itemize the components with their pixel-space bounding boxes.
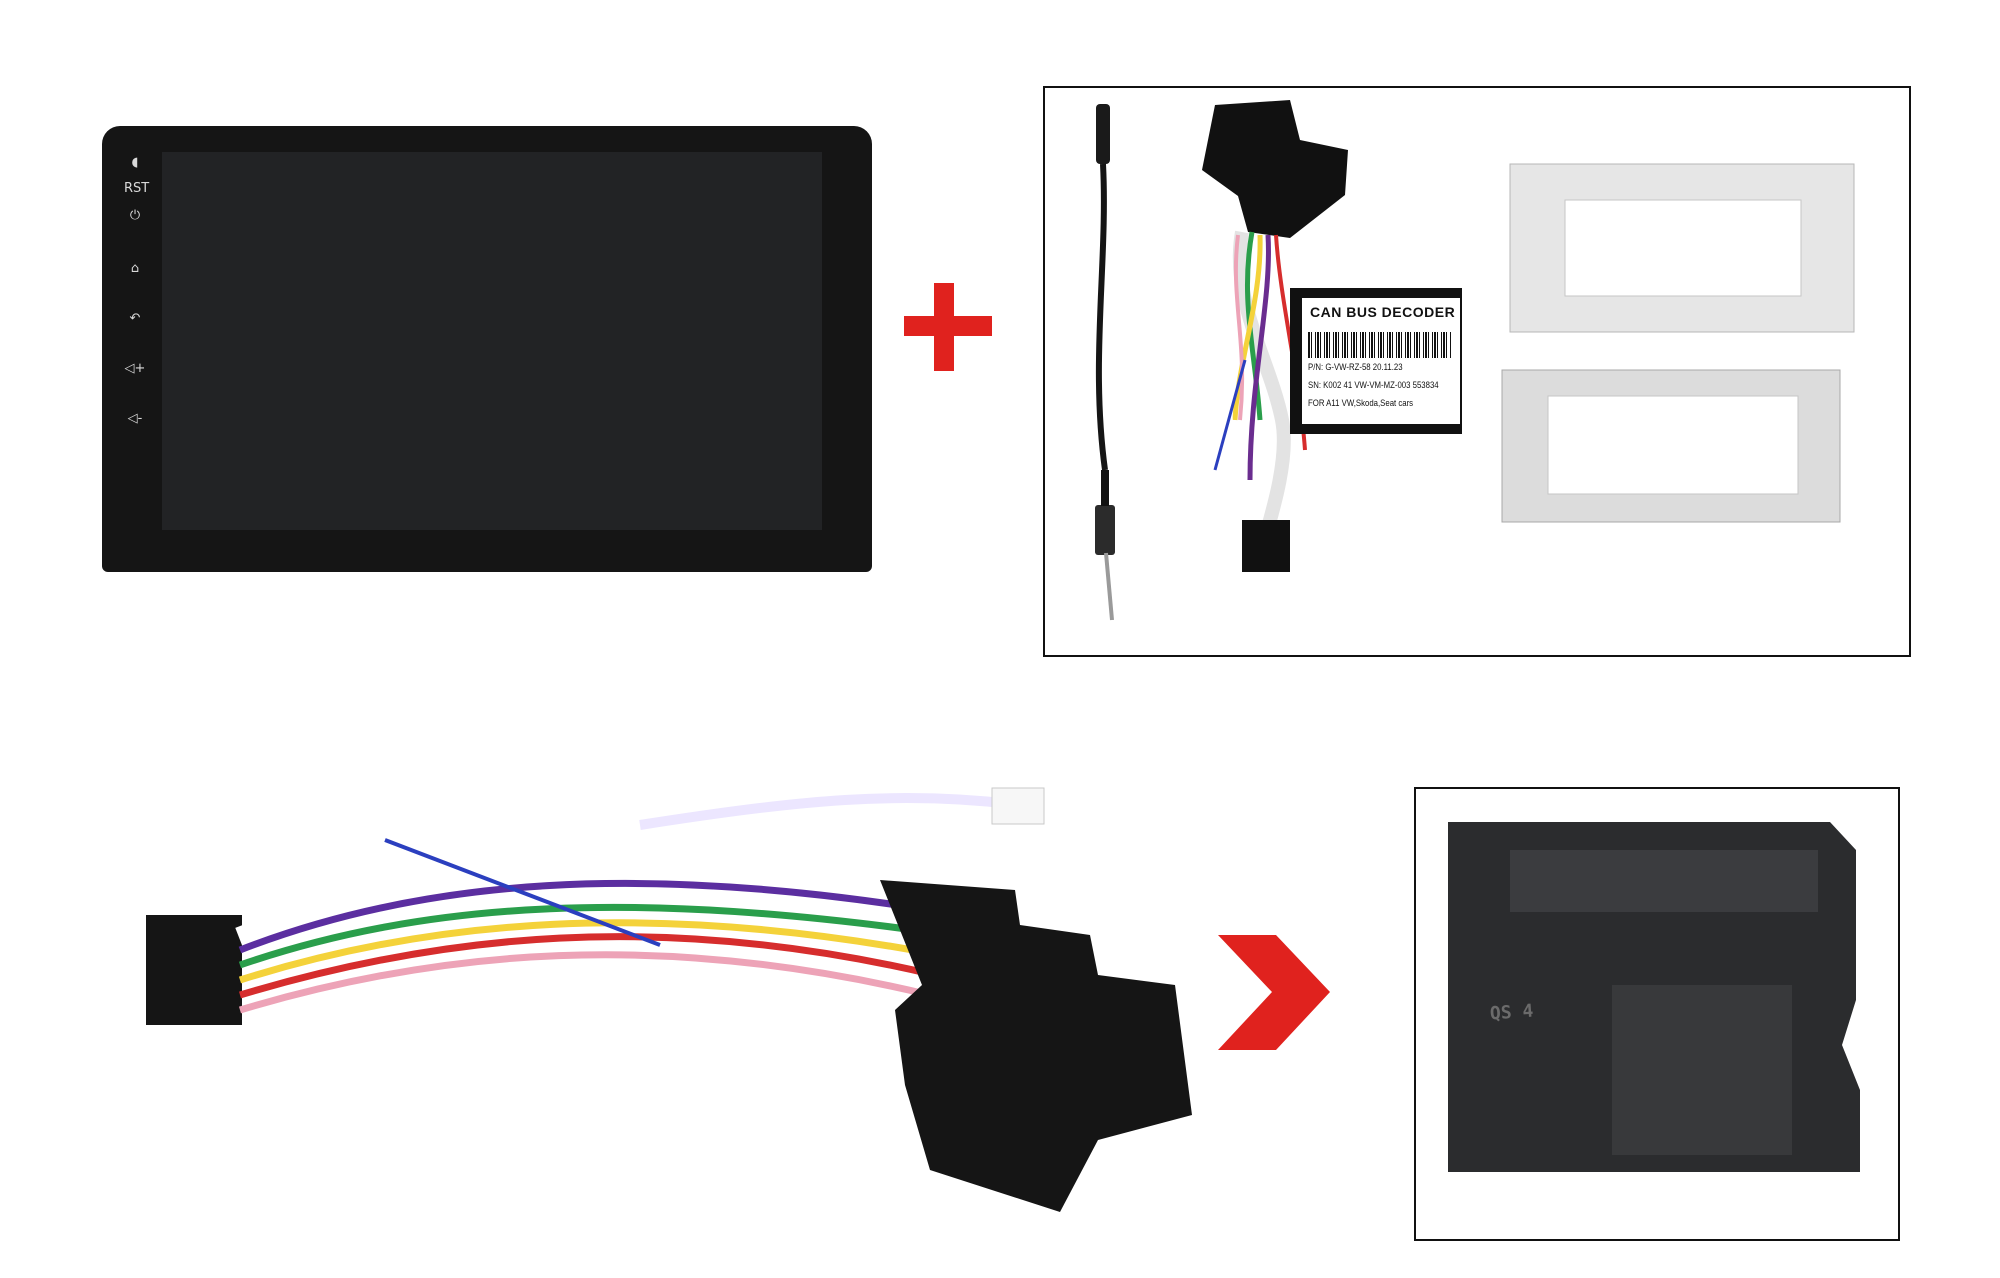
decoder-serial: SN: K002 41 VW-VM-MZ-003 553834 — [1308, 380, 1439, 391]
connector-panel — [1414, 787, 1900, 1241]
mic-icon[interactable]: ◖ — [131, 155, 139, 170]
antenna-adapter-cable — [1095, 104, 1115, 621]
decoder-compatibility: FOR A11 VW,Skoda,Seat cars — [1308, 398, 1414, 409]
home-icon[interactable]: ⌂ — [130, 261, 140, 276]
reset-icon[interactable]: RST — [124, 181, 150, 196]
decoder-part-number: P/N: G-VW-RZ-58 20.11.23 — [1308, 362, 1403, 373]
power-icon[interactable]: ⏻ — [129, 208, 141, 223]
arrow-chevron — [1218, 935, 1330, 1050]
decoder-title: CAN BUS DECODER — [1310, 304, 1456, 320]
mounting-bracket-top — [1509, 163, 1855, 333]
decoder-label: CAN BUS DECODER P/N: G-VW-RZ-58 20.11.23… — [1302, 298, 1460, 424]
head-unit-screen — [162, 152, 822, 530]
volume-down-icon[interactable]: ◁- — [127, 411, 143, 426]
volume-up-icon[interactable]: ◁+ — [124, 361, 146, 376]
connector-closeup — [1448, 822, 1860, 1172]
decoder-harness — [1202, 100, 1348, 572]
decoder-barcode — [1308, 332, 1452, 358]
iso-harness — [146, 787, 1192, 1212]
mounting-bracket-bottom — [1501, 369, 1841, 523]
connector-label: QS 4 — [1489, 1000, 1535, 1025]
back-icon[interactable]: ↶ — [129, 311, 141, 326]
